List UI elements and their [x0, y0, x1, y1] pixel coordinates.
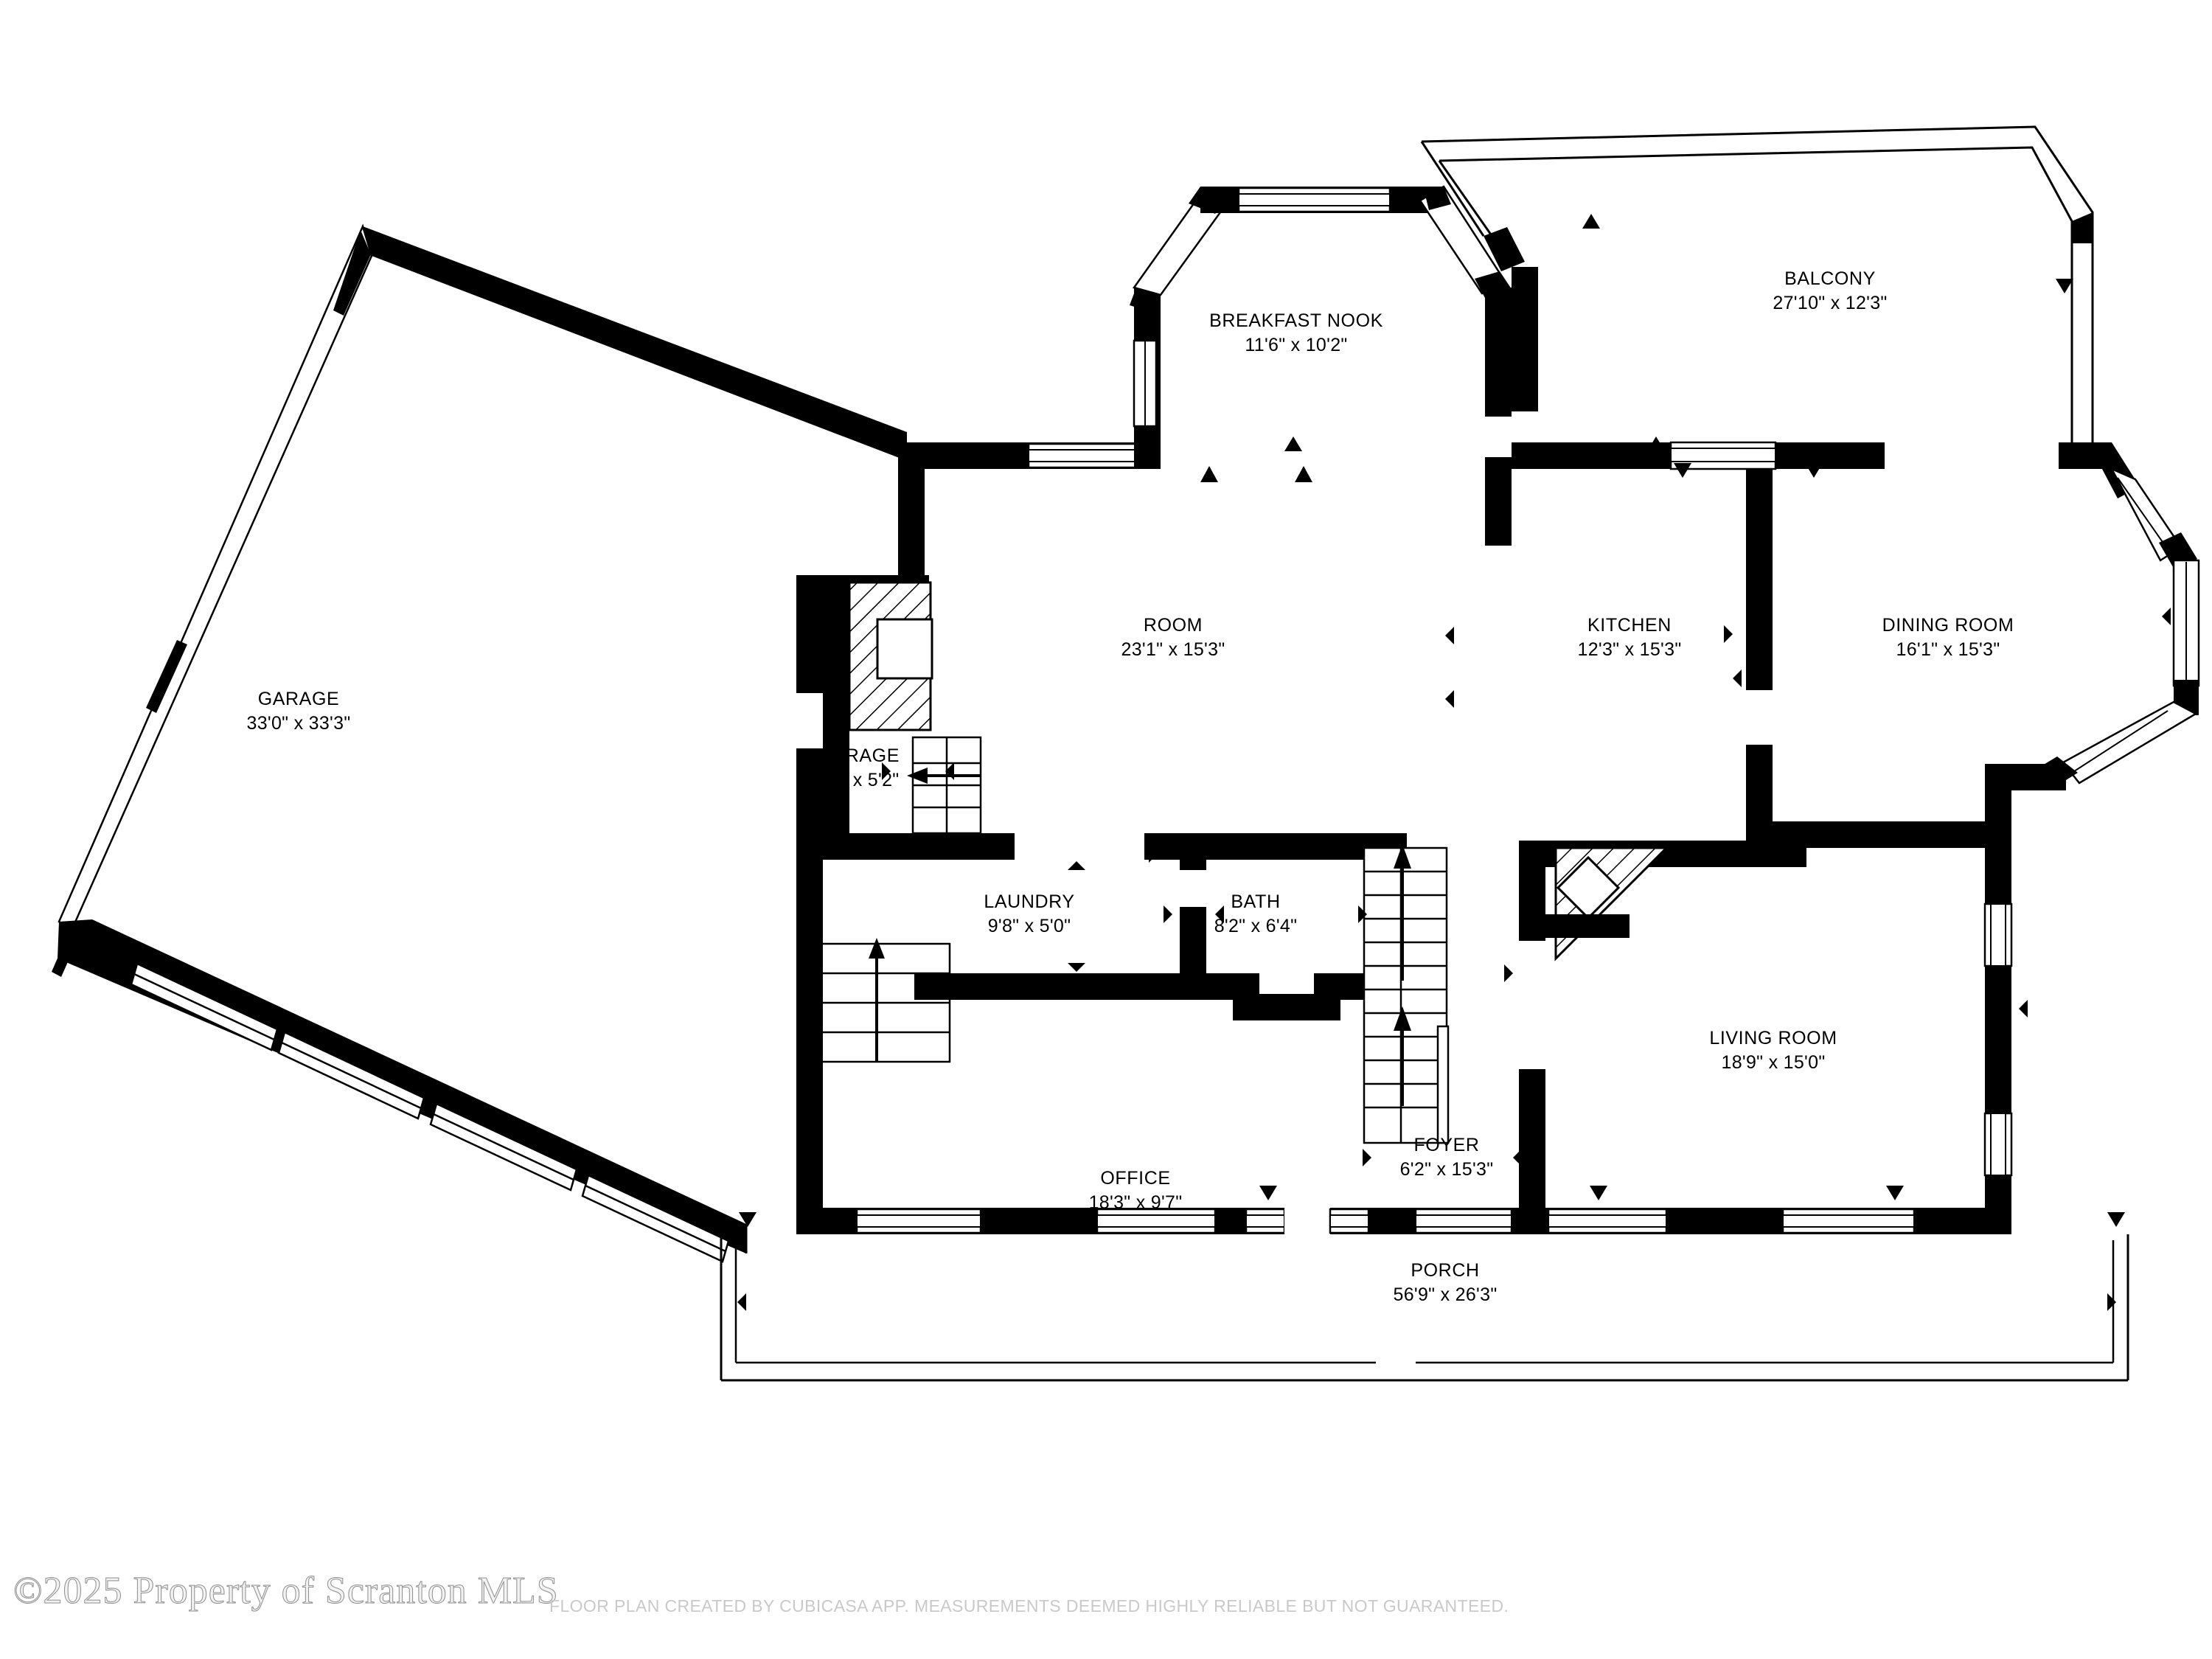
- breakfast-nook-bay: [1130, 185, 1512, 546]
- storage-stairs: [907, 736, 982, 835]
- room-fireplace: [848, 581, 933, 731]
- foyer-main-stairs: [1363, 844, 1450, 1144]
- garage-stairs: [802, 938, 951, 1063]
- measurement-disclaimer: FLOOR PLAN CREATED BY CUBICASA APP. MEAS…: [549, 1596, 1509, 1615]
- living-room-alcove-walls: [1519, 841, 1630, 941]
- copyright-watermark: ©2025 Property of Scranton MLS: [13, 1570, 559, 1613]
- balcony-inner-walls: [1484, 212, 2140, 498]
- balcony-outline: [1420, 125, 2094, 457]
- garage-outline: [52, 223, 951, 1263]
- door-markers: [737, 214, 2171, 1311]
- porch-outline: [720, 1224, 2129, 1382]
- living-room-walls: [1519, 841, 2013, 1234]
- dining-room-bay: [1985, 467, 2200, 874]
- living-room-corner-fireplace: [1554, 846, 1669, 961]
- kitchen-dining-walls: [1746, 469, 1986, 848]
- office-walls: [796, 1208, 1519, 1234]
